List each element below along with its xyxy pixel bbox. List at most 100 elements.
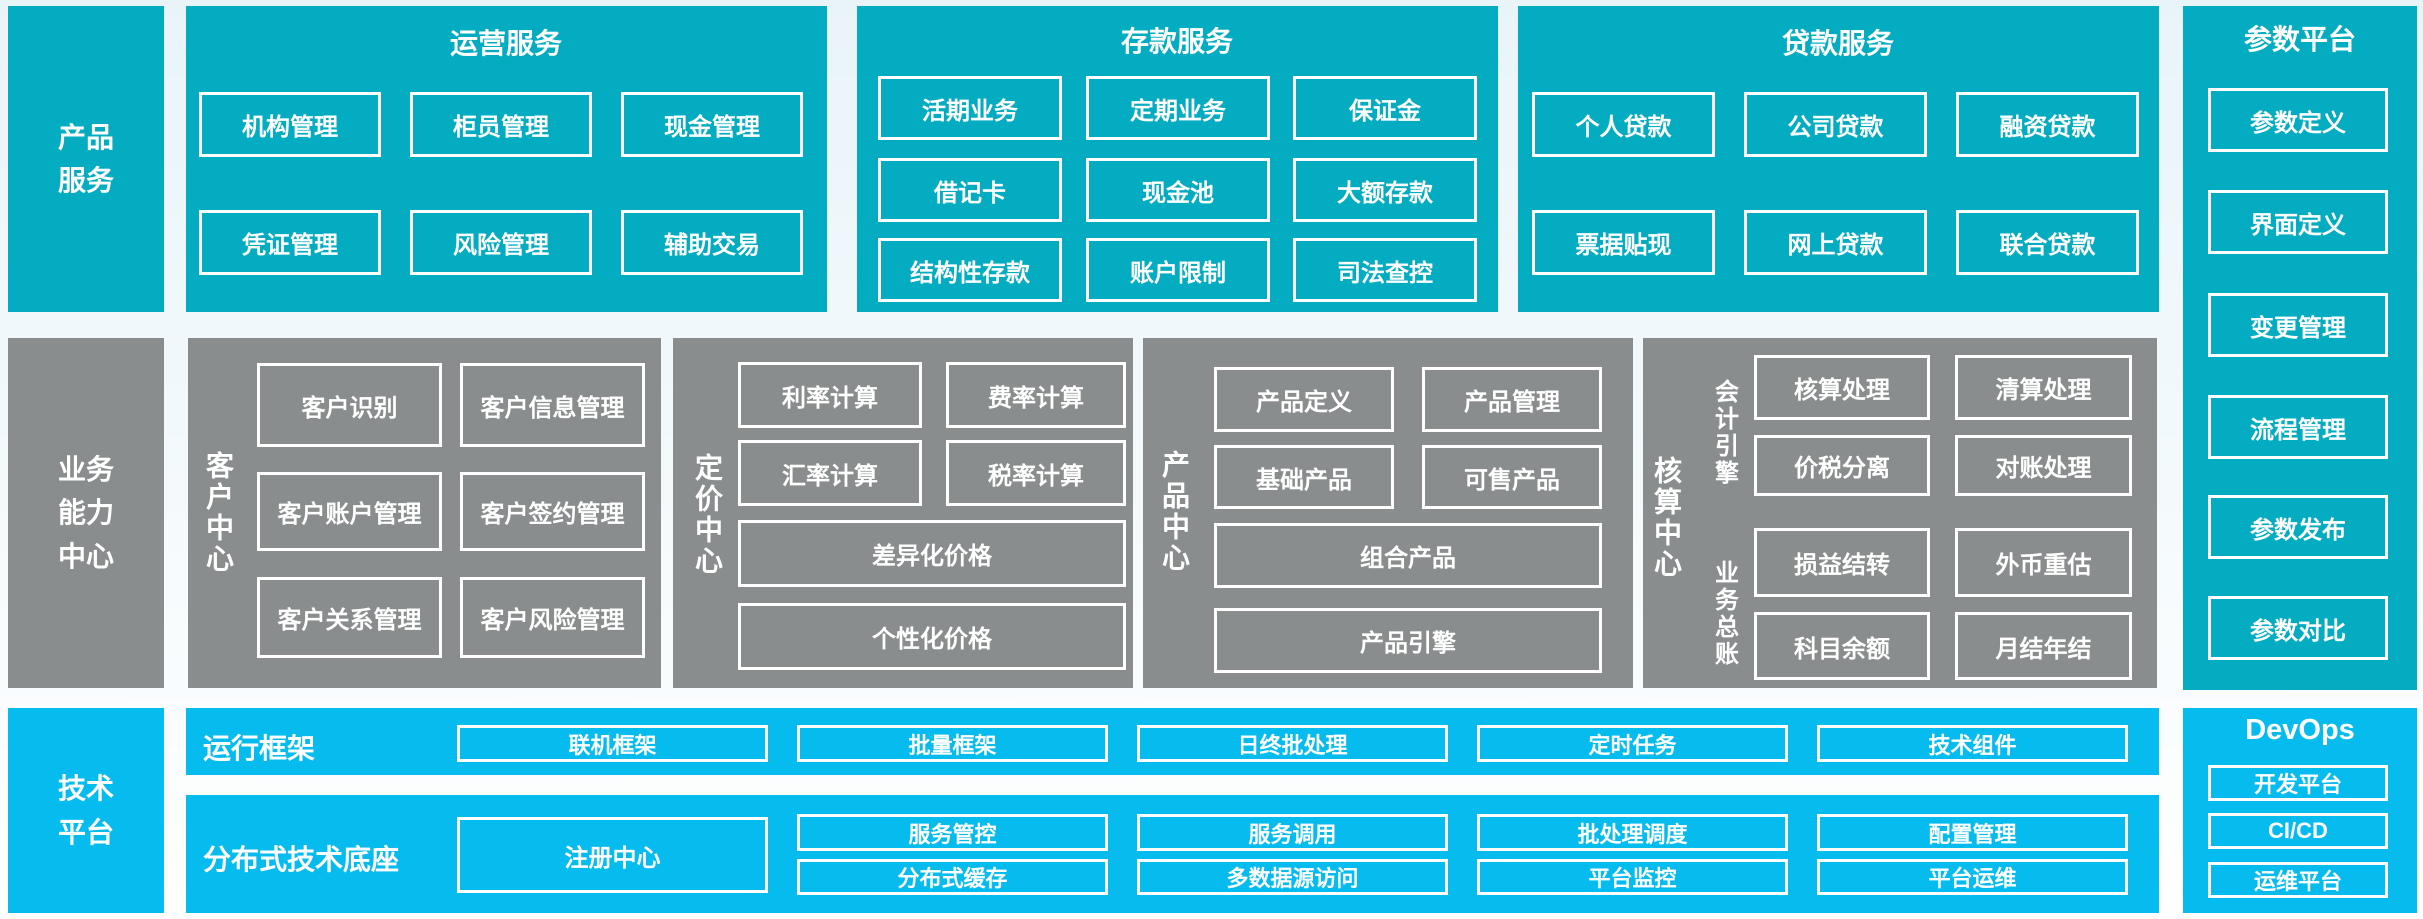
module-box: 科目余额 <box>1754 612 1930 680</box>
module-box: 客户风险管理 <box>460 577 645 658</box>
panel-title-parameter-platform: 参数平台 <box>2243 24 2357 55</box>
panel-label-distributed-tech-base: 分布式技术底座 <box>203 844 400 875</box>
module-box: 凭证管理 <box>199 210 381 275</box>
module-box: 借记卡 <box>878 158 1062 222</box>
module-box: 联机框架 <box>457 725 768 762</box>
module-box: 机构管理 <box>199 92 381 157</box>
module-box: 司法查控 <box>1293 238 1477 302</box>
module-box: 账户限制 <box>1086 238 1270 302</box>
module-box: 辅助交易 <box>621 210 803 275</box>
side-label-line: 业务 <box>57 453 114 485</box>
module-box: 开发平台 <box>2208 765 2388 801</box>
side-label-business-capability-center: 业务能力中心 <box>8 338 164 688</box>
module-box: 产品定义 <box>1214 367 1394 432</box>
module-box: 利率计算 <box>738 362 922 428</box>
panel-title-loan-services: 贷款服务 <box>1781 28 1895 59</box>
panel-product-center <box>1143 338 1633 688</box>
module-box: 日终批处理 <box>1137 725 1448 762</box>
module-box: 网上贷款 <box>1744 210 1927 275</box>
module-box: 核算处理 <box>1754 355 1930 420</box>
module-box: 批量框架 <box>797 725 1108 762</box>
module-box: 产品引擎 <box>1214 608 1602 673</box>
module-box: 配置管理 <box>1817 814 2128 851</box>
panel-devops <box>2183 708 2417 913</box>
vertical-label: 业务总账 <box>1710 560 1738 668</box>
module-box: 费率计算 <box>946 362 1126 428</box>
side-label-line: 平台 <box>57 816 114 848</box>
module-box: 批处理调度 <box>1477 814 1788 851</box>
module-box: 平台运维 <box>1817 859 2128 895</box>
module-box: 产品管理 <box>1422 367 1602 432</box>
panel-operations-services <box>186 6 827 312</box>
side-label-line: 产品 <box>57 121 114 153</box>
module-box: 注册中心 <box>457 817 768 893</box>
module-box: 大额存款 <box>1293 158 1477 222</box>
module-box: 个人贷款 <box>1532 92 1715 157</box>
module-box: 分布式缓存 <box>797 859 1108 895</box>
module-box: 现金池 <box>1086 158 1270 222</box>
module-box: 风险管理 <box>410 210 592 275</box>
module-box: 多数据源访问 <box>1137 859 1448 895</box>
side-label-line: 技术 <box>57 773 114 805</box>
module-box: 技术组件 <box>1817 725 2128 762</box>
module-box: 柜员管理 <box>410 92 592 157</box>
module-box: 融资贷款 <box>1956 92 2139 157</box>
vertical-label: 定价中心 <box>692 453 723 577</box>
module-box: 参数发布 <box>2208 495 2388 559</box>
module-box: 参数对比 <box>2208 596 2388 660</box>
module-box: 清算处理 <box>1955 355 2132 420</box>
side-label-product-services: 产品服务 <box>8 6 164 312</box>
module-box: 组合产品 <box>1214 523 1602 588</box>
module-box: 定时任务 <box>1477 725 1788 762</box>
module-box: 客户识别 <box>257 363 442 447</box>
panel-pricing-center <box>673 338 1133 688</box>
module-box: CI/CD <box>2208 813 2388 849</box>
vertical-label: 产品中心 <box>1159 450 1190 574</box>
panel-parameter-platform <box>2183 6 2417 690</box>
side-label-technology-platform: 技术平台 <box>8 708 164 913</box>
module-box: 平台监控 <box>1477 859 1788 895</box>
panel-title-deposit-services: 存款服务 <box>1120 26 1234 57</box>
panel-label-runtime-framework: 运行框架 <box>203 733 316 764</box>
panel-runtime-framework <box>186 708 2159 775</box>
module-box: 联合贷款 <box>1956 210 2139 275</box>
module-box: 税率计算 <box>946 440 1126 506</box>
module-box: 损益结转 <box>1754 528 1930 597</box>
module-box: 可售产品 <box>1422 445 1602 509</box>
module-box: 公司贷款 <box>1744 92 1927 157</box>
module-box: 现金管理 <box>621 92 803 157</box>
module-box: 对账处理 <box>1955 435 2132 496</box>
module-box: 票据贴现 <box>1532 210 1715 275</box>
module-box: 客户关系管理 <box>257 577 442 658</box>
module-box: 客户信息管理 <box>460 363 645 447</box>
module-box: 流程管理 <box>2208 395 2388 459</box>
vertical-label: 会计引擎 <box>1710 379 1738 487</box>
side-label-line: 中心 <box>57 540 114 572</box>
module-box: 客户账户管理 <box>257 472 442 551</box>
module-box: 保证金 <box>1293 76 1477 140</box>
module-box: 外币重估 <box>1955 528 2132 597</box>
panel-customer-center <box>188 338 661 688</box>
module-box: 活期业务 <box>878 76 1062 140</box>
panel-accounting-center <box>1643 338 2157 688</box>
module-box: 结构性存款 <box>878 238 1062 302</box>
module-box: 基础产品 <box>1214 445 1394 509</box>
module-box: 服务调用 <box>1137 814 1448 851</box>
panel-title-operations-services: 运营服务 <box>449 28 563 59</box>
module-box: 参数定义 <box>2208 88 2388 152</box>
module-box: 变更管理 <box>2208 293 2388 357</box>
module-box: 个性化价格 <box>738 603 1126 670</box>
module-box: 运维平台 <box>2208 862 2388 898</box>
module-box: 差异化价格 <box>738 520 1126 587</box>
module-box: 价税分离 <box>1754 435 1930 496</box>
module-box: 服务管控 <box>797 814 1108 851</box>
side-label-line: 服务 <box>57 165 114 196</box>
module-box: 定期业务 <box>1086 76 1270 140</box>
module-box: 汇率计算 <box>738 440 922 506</box>
vertical-label: 客户中心 <box>203 451 234 575</box>
vertical-label: 核算中心 <box>1651 456 1682 580</box>
module-box: 月结年结 <box>1955 612 2132 680</box>
side-label-line: 能力 <box>57 497 114 529</box>
panel-title-devops: DevOps <box>2245 714 2355 746</box>
